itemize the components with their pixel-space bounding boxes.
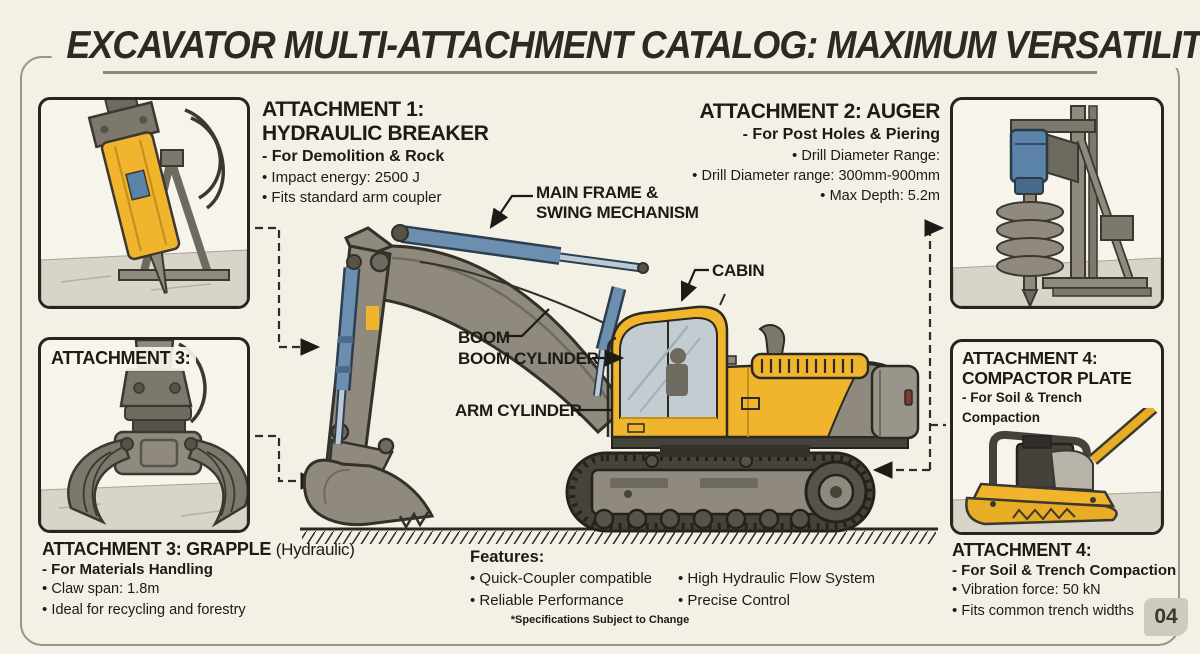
auger-frame xyxy=(1010,105,1152,297)
arm-decal xyxy=(366,306,379,330)
exhaust-pipe xyxy=(758,324,786,355)
attachment1-bullet: Fits standard arm coupler xyxy=(262,188,489,208)
attachment2-heading: ATTACHMENT 2: AUGER xyxy=(699,100,941,123)
page-number-badge: 04 xyxy=(1144,598,1188,636)
panel-grapple-label: ATTACHMENT 3: xyxy=(49,347,197,371)
label-arm-cylinder: ARM CYLINDER xyxy=(455,401,582,420)
attachment4-caption: ATTACHMENT 4: - For Soil & Trench Compac… xyxy=(952,540,1176,621)
attachment4-caption-heading: ATTACHMENT 4: xyxy=(952,540,1092,560)
dashed-connectors xyxy=(255,219,946,490)
panel-grapple: ATTACHMENT 3: xyxy=(38,337,250,533)
bucket xyxy=(302,458,435,527)
compactor-machine xyxy=(965,430,1118,526)
attachment2-subtitle: - For Post Holes & Piering xyxy=(742,126,940,143)
label-boom: BOOM xyxy=(458,328,510,347)
swing-pedestal xyxy=(660,445,810,457)
attachment4-bullet: Vibration force: 50 kN xyxy=(952,580,1176,601)
auger-illustration xyxy=(953,105,1161,306)
breaker-body xyxy=(87,100,181,294)
attachment1-subtitle: - For Demolition & Rock xyxy=(262,148,445,165)
hydraulic-breaker-illustration xyxy=(41,100,247,306)
cab xyxy=(606,293,729,439)
page-header: EXCAVATOR MULTI-ATTACHMENT CATALOG: MAXI… xyxy=(0,24,1200,68)
title-underline xyxy=(103,71,1097,74)
attachment3-subtitle: - For Materials Handling xyxy=(42,561,213,578)
track-undercarriage xyxy=(565,451,876,533)
hydraulic-hose xyxy=(190,116,222,200)
attachment4-caption-subtitle: - For Soil & Trench Compaction xyxy=(952,562,1177,579)
compactor-heading-line1: ATTACHMENT 4: xyxy=(962,348,1098,368)
attachment3-bullet: Ideal for recycling and forestry xyxy=(42,600,355,621)
attachment1-bullet: Impact energy: 2500 J xyxy=(262,168,489,188)
compactor-handle xyxy=(1088,408,1158,465)
panel-auger xyxy=(950,97,1164,309)
attachment1-specs: ATTACHMENT 1: HYDRAULIC BREAKER - For De… xyxy=(262,98,489,208)
attachment1-heading-line2: HYDRAULIC BREAKER xyxy=(262,122,489,145)
features-heading: Features: xyxy=(470,548,545,566)
label-main-frame: MAIN FRAME & SWING MECHANISM xyxy=(536,183,699,222)
compactor-illustration xyxy=(953,408,1161,532)
leader-lines xyxy=(489,194,709,412)
attachment3-caption: ATTACHMENT 3: GRAPPLE (Hydraulic) - For … xyxy=(42,539,355,620)
attachment3-bullet: Claw span: 1.8m xyxy=(42,579,355,600)
compactor-heading-line2: COMPACTOR PLATE xyxy=(962,368,1132,388)
page-title: EXCAVATOR MULTI-ATTACHMENT CATALOG: MAXI… xyxy=(51,24,1200,68)
auger-motor xyxy=(1009,128,1079,195)
grapple-claws xyxy=(67,437,247,528)
attachment2-bullet: Max Depth: 5.2m xyxy=(560,186,940,206)
attachment1-heading-line1: ATTACHMENT 1: xyxy=(262,98,425,121)
panel-hydraulic-breaker xyxy=(38,97,250,309)
features-column-1: Quick-Coupler compatible Reliable Perfor… xyxy=(470,568,652,612)
compactor-subtitle: - For Soil & Trench Compaction xyxy=(962,390,1083,425)
grapple-illustration xyxy=(41,340,247,530)
attachment2-bullet: Drill Diameter range: 300mm-900mm xyxy=(560,166,940,186)
label-cabin: CABIN xyxy=(712,261,765,280)
attachment2-specs: ATTACHMENT 2: AUGER - For Post Holes & P… xyxy=(560,100,941,206)
label-boom-cylinder: BOOM CYLINDER xyxy=(458,349,599,368)
excavator-illustration xyxy=(302,224,920,533)
auger-bit xyxy=(996,193,1064,306)
panel-compactor-plate: ATTACHMENT 4: COMPACTOR PLATE - For Soil… xyxy=(950,339,1164,535)
features-column-2: High Hydraulic Flow System Precise Contr… xyxy=(678,568,875,612)
panel-compactor-header: ATTACHMENT 4: COMPACTOR PLATE - For Soil… xyxy=(962,348,1161,428)
attachment2-bullet: Drill Diameter Range: xyxy=(560,146,940,166)
attachment4-bullet: Fits common trench widths xyxy=(952,601,1176,622)
specifications-footnote: *Specifications Subject to Change xyxy=(510,614,690,626)
engine-vent-cover xyxy=(750,352,870,380)
features-section: Features: Quick-Coupler compatible Relia… xyxy=(470,546,875,612)
attachment3-caption-heading: ATTACHMENT 3: GRAPPLE (Hydraulic) xyxy=(42,539,355,559)
